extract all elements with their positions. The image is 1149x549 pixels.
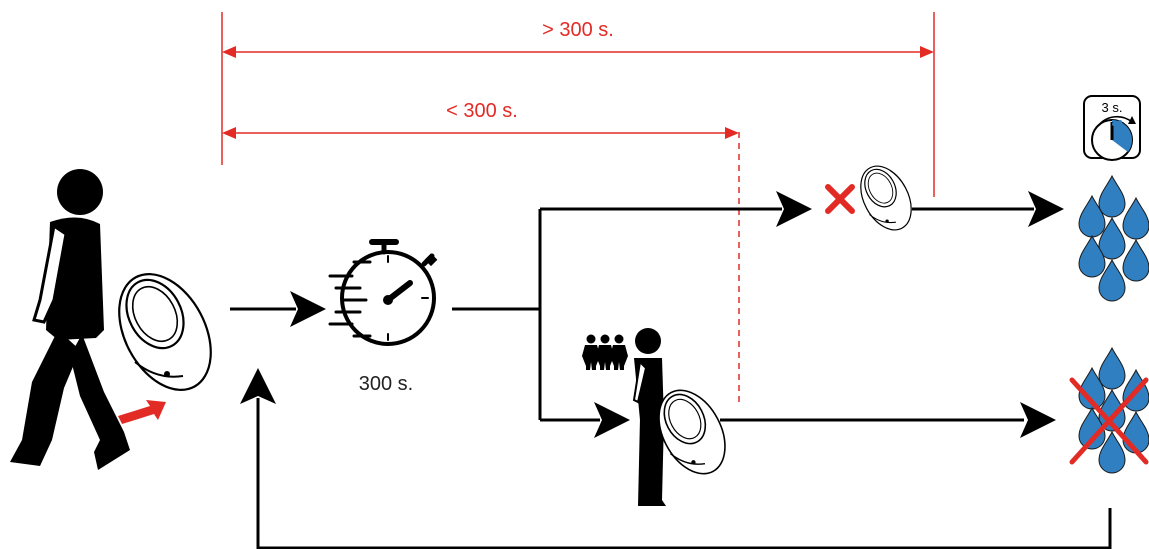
exit-arrow-icon <box>118 400 166 424</box>
flow-arrowheads <box>240 191 1064 438</box>
no-water-cross-icon <box>1069 347 1149 474</box>
more-than-label: > 300 s. <box>542 19 614 41</box>
group-of-people-icon <box>582 334 628 370</box>
arrowhead-to-no-flush <box>1020 402 1056 438</box>
person-standing-icon <box>632 328 666 506</box>
less-than-label: < 300 s. <box>446 100 518 122</box>
person-walking-away-icon <box>10 169 130 470</box>
arrowhead-return <box>240 368 276 404</box>
flush-duration-label: 3 s. <box>1102 100 1123 115</box>
cancel-cross-icon <box>825 184 855 214</box>
small-urinal-icon <box>849 156 923 240</box>
arrowhead-to-timer <box>290 291 326 327</box>
water-drops-icon <box>1078 175 1149 302</box>
urinal-icon <box>99 257 231 407</box>
bracket-arrowheads <box>222 46 934 139</box>
flow-lines <box>230 207 1112 549</box>
timer-label: 300 s. <box>359 373 413 395</box>
arrowhead-to-user <box>594 402 630 438</box>
stopwatch-icon <box>328 239 438 346</box>
timing-brackets <box>221 12 935 405</box>
flush-timer-icon <box>1083 95 1141 161</box>
arrowhead-to-flush <box>1028 191 1064 227</box>
arrowhead-to-skip <box>776 191 812 227</box>
